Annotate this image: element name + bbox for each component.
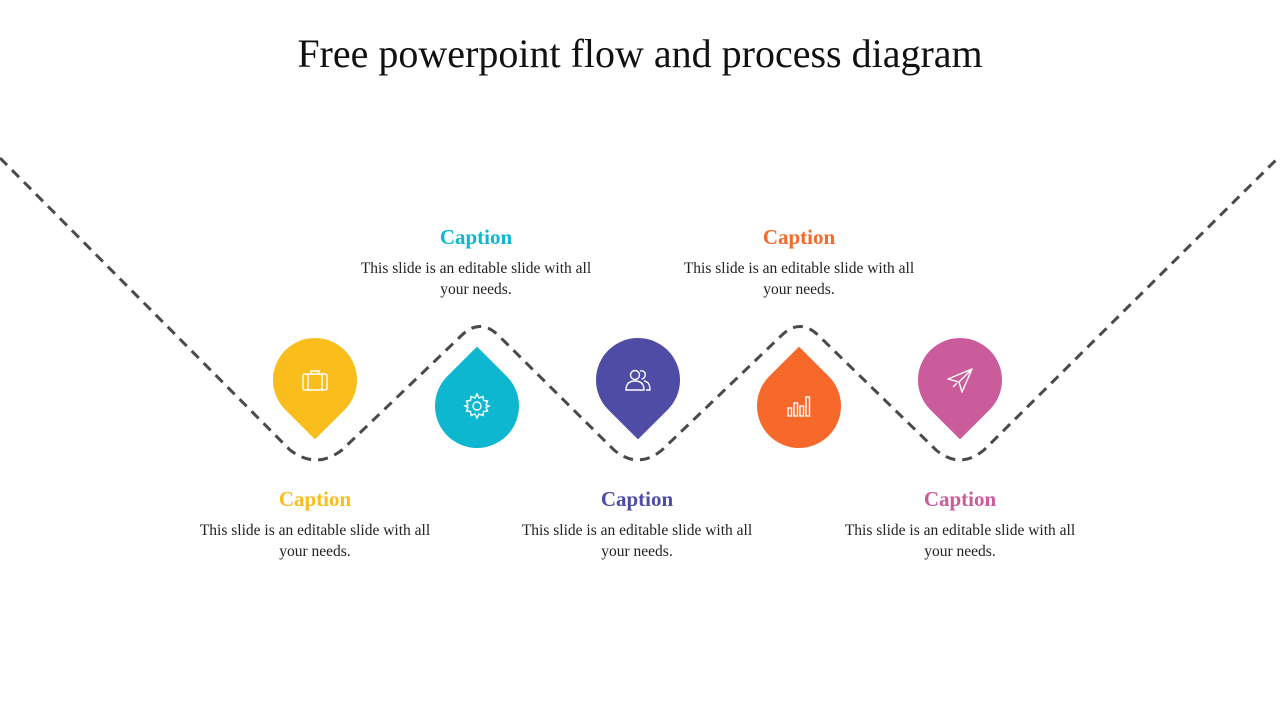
step-4-caption-title: Caption bbox=[762, 225, 836, 249]
bar-chart-icon bbox=[784, 391, 814, 421]
step-4-caption-text: This slide is an editable slide with all… bbox=[683, 260, 915, 298]
step-4-pin bbox=[739, 346, 859, 466]
step-3-pin bbox=[578, 320, 698, 440]
briefcase-icon bbox=[300, 365, 330, 395]
gear-icon bbox=[462, 391, 492, 421]
step-5-caption: Caption This slide is an editable slide … bbox=[840, 486, 1080, 562]
step-2-caption: Caption This slide is an editable slide … bbox=[356, 224, 596, 300]
step-1-pin bbox=[255, 320, 375, 440]
step-5-pin bbox=[900, 320, 1020, 440]
step-1-caption-title: Caption bbox=[278, 487, 352, 511]
users-icon bbox=[623, 365, 653, 395]
step-1-caption-text: This slide is an editable slide with all… bbox=[199, 522, 431, 560]
step-5-caption-text: This slide is an editable slide with all… bbox=[844, 522, 1076, 560]
step-2-caption-text: This slide is an editable slide with all… bbox=[360, 260, 592, 298]
step-5-caption-title: Caption bbox=[923, 487, 997, 511]
step-4-caption: Caption This slide is an editable slide … bbox=[679, 224, 919, 300]
slide-title: Free powerpoint flow and process diagram bbox=[297, 31, 983, 76]
step-1-caption: Caption This slide is an editable slide … bbox=[195, 486, 435, 562]
step-3-caption-text: This slide is an editable slide with all… bbox=[521, 522, 753, 560]
paper-plane-icon bbox=[945, 365, 975, 395]
step-2-pin bbox=[417, 346, 537, 466]
step-2-caption-title: Caption bbox=[439, 225, 513, 249]
step-3-caption: Caption This slide is an editable slide … bbox=[517, 486, 757, 562]
step-3-caption-title: Caption bbox=[600, 487, 674, 511]
